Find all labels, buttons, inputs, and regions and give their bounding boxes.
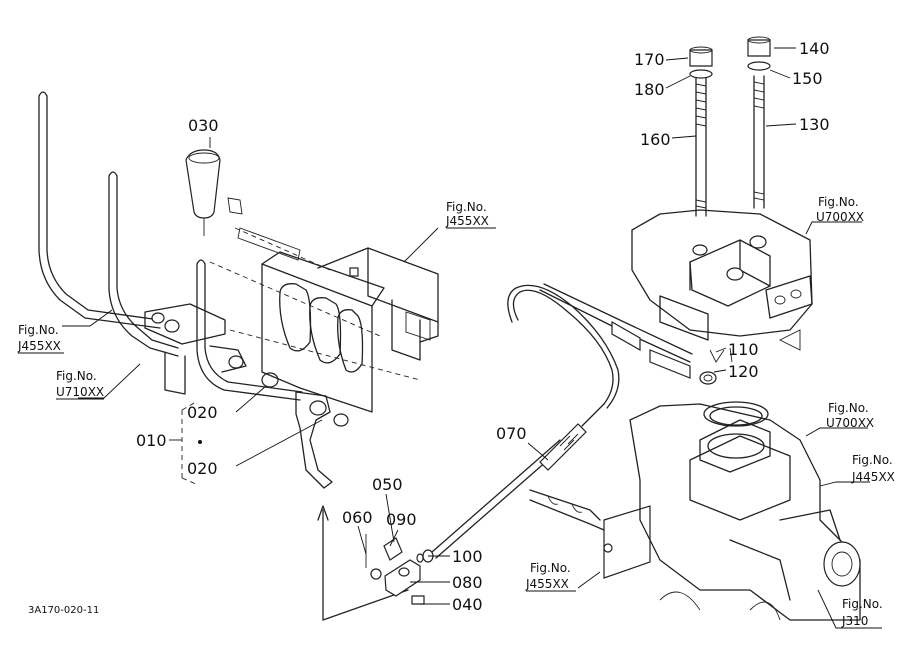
fig-ref-j445: J445XX <box>851 470 895 484</box>
fig-label-j310: Fig.No. <box>842 597 883 611</box>
o-ring <box>703 401 769 427</box>
part-labels: 030 020 010 020 070 050 060 090 100 080 … <box>136 39 830 614</box>
fig-label-u700-top: Fig.No. <box>818 195 859 209</box>
fig-label-u710: Fig.No. <box>56 369 97 383</box>
label-120: 120 <box>728 362 759 381</box>
label-150: 150 <box>792 69 823 88</box>
leader-lines <box>62 47 882 629</box>
shift-lever-010 <box>196 259 349 489</box>
label-100: 100 <box>452 547 483 566</box>
lever-rod-u710 <box>108 171 179 357</box>
lever-brackets <box>144 303 247 395</box>
label-130: 130 <box>799 115 830 134</box>
fig-ref-j310: J310 <box>841 614 868 628</box>
figure-references: Fig.No. J455XX Fig.No. J455XX Fig.No. U7… <box>17 195 895 628</box>
label-070: 070 <box>496 424 527 443</box>
label-020-lower: 020 <box>187 459 218 478</box>
label-010: 010 <box>136 431 167 450</box>
cable-bracket <box>529 489 651 579</box>
transmission-case <box>629 347 861 621</box>
fig-label-u700-mid: Fig.No. <box>828 401 869 415</box>
fig-ref-j455-left: J455XX <box>17 339 61 353</box>
label-140: 140 <box>799 39 830 58</box>
group-dashes <box>181 227 421 485</box>
bolts-130-160 <box>689 36 771 217</box>
label-090: 090 <box>386 510 417 529</box>
fig-label-j445: Fig.No. <box>852 453 893 467</box>
drawing-code: 3A170-020-11 <box>28 605 99 616</box>
fig-ref-u700-mid: U700XX <box>826 416 874 430</box>
label-110: 110 <box>728 340 759 359</box>
label-170: 170 <box>634 50 665 69</box>
valve-housing <box>631 209 813 351</box>
knob-030 <box>185 149 221 236</box>
fig-label-j455-top: Fig.No. <box>446 200 487 214</box>
fig-ref-u710: U710XX <box>56 385 104 399</box>
label-160: 160 <box>640 130 671 149</box>
fig-ref-j455-top: J455XX <box>445 214 489 228</box>
control-cable-070 <box>431 283 717 559</box>
label-060: 060 <box>342 508 373 527</box>
fig-label-j455-bottom: Fig.No. <box>530 561 571 575</box>
lever-rod-j455 <box>38 91 161 329</box>
gate-plate <box>227 197 385 413</box>
fig-ref-u700-top: U700XX <box>816 210 864 224</box>
label-180: 180 <box>634 80 665 99</box>
label-080: 080 <box>452 573 483 592</box>
fig-ref-j455-bottom: J455XX <box>525 577 569 591</box>
label-040: 040 <box>452 595 483 614</box>
label-050: 050 <box>372 475 403 494</box>
label-030: 030 <box>188 116 219 135</box>
label-020-upper: 020 <box>187 403 218 422</box>
support-bracket <box>317 247 439 361</box>
fig-label-j455-left: Fig.No. <box>18 323 59 337</box>
cable-end-parts <box>365 534 434 605</box>
